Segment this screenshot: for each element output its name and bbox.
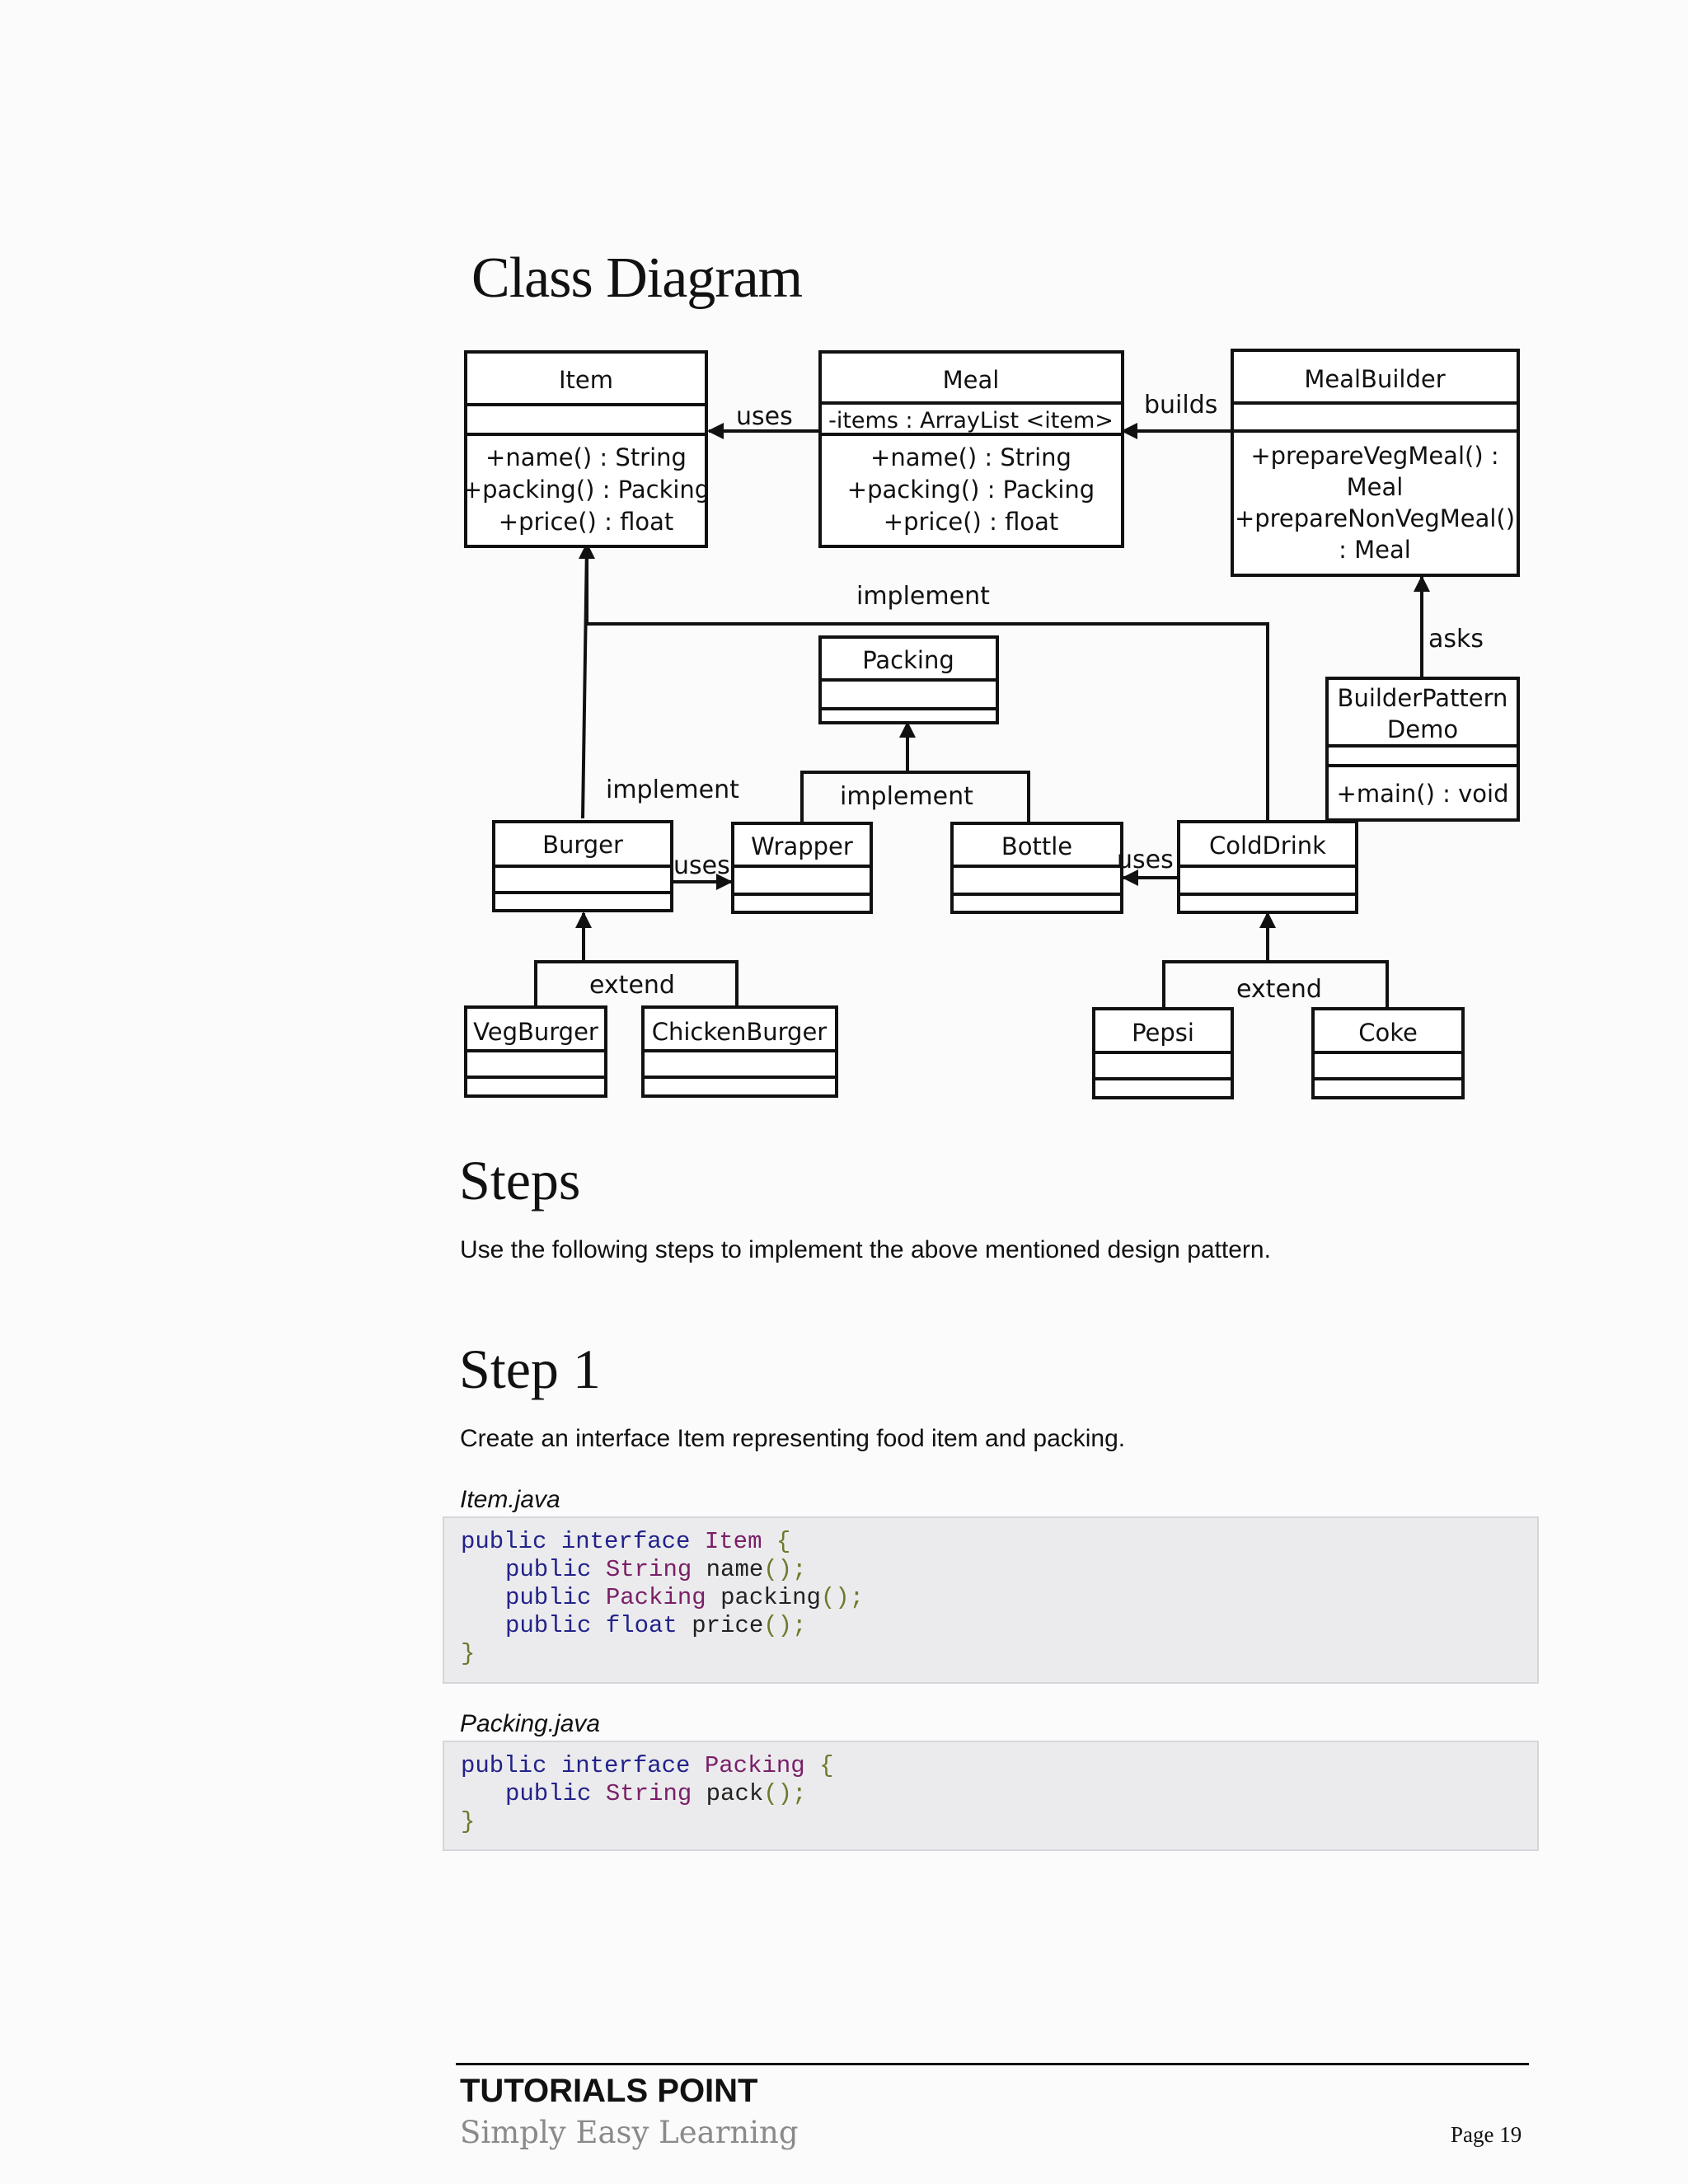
code-block-item-java: public interface Item {public String nam… bbox=[443, 1516, 1539, 1684]
class-item-method: +price() : float bbox=[499, 508, 673, 536]
class-packing: Packing bbox=[818, 635, 999, 724]
class-item-name: Item bbox=[559, 366, 613, 394]
file-name-packing-java: Packing.java bbox=[460, 1710, 601, 1737]
class-meal: Meal -items : ArrayList <item> +name() :… bbox=[818, 350, 1124, 548]
label-extend: extend bbox=[1236, 975, 1322, 1004]
class-coke-name: Coke bbox=[1358, 1019, 1418, 1047]
class-wrapper-name: Wrapper bbox=[751, 832, 853, 860]
class-colddrink: ColdDrink bbox=[1177, 820, 1358, 914]
class-builderpatterndemo: BuilderPattern Demo +main() : void bbox=[1325, 677, 1520, 822]
code-line: public float price(); bbox=[505, 1612, 807, 1639]
class-mealbuilder-name: MealBuilder bbox=[1304, 365, 1445, 393]
label-implement: implement bbox=[840, 782, 973, 811]
class-coke: Coke bbox=[1311, 1007, 1465, 1099]
class-mealbuilder: MealBuilder +prepareVegMeal() : Meal +pr… bbox=[1231, 349, 1520, 577]
class-demo-name: Demo bbox=[1387, 715, 1458, 743]
section-title-step1: Step 1 bbox=[459, 1338, 601, 1400]
label-asks: asks bbox=[1428, 625, 1484, 654]
class-bottle: Bottle bbox=[950, 822, 1123, 914]
class-colddrink-name: ColdDrink bbox=[1209, 832, 1326, 860]
section-title-steps: Steps bbox=[459, 1149, 581, 1212]
code-line: } bbox=[461, 1640, 476, 1667]
page-number: Page 19 bbox=[1451, 2122, 1522, 2147]
code-line: public String pack(); bbox=[505, 1780, 807, 1807]
code-line: public interface Packing { bbox=[461, 1752, 834, 1779]
label-uses: uses bbox=[736, 402, 793, 431]
footer-divider bbox=[456, 2063, 1529, 2065]
footer-tagline: Simply Easy Learning bbox=[460, 2115, 799, 2150]
label-uses: uses bbox=[673, 851, 730, 880]
class-meal-attr: -items : ArrayList <item> bbox=[828, 408, 1114, 434]
code-line: public String name(); bbox=[505, 1556, 807, 1583]
diagram-connectors bbox=[534, 423, 1430, 1009]
label-extend: extend bbox=[589, 971, 675, 1000]
class-diagram: Item +name() : String +packing() : Packi… bbox=[462, 349, 1520, 1099]
class-wrapper: Wrapper bbox=[731, 822, 873, 914]
class-meal-method: +price() : float bbox=[884, 508, 1058, 536]
class-chickenburger-name: ChickenBurger bbox=[652, 1018, 828, 1046]
label-builds: builds bbox=[1144, 391, 1217, 419]
class-vegburger-name: VegBurger bbox=[473, 1018, 598, 1046]
class-mealbuilder-method: +prepareNonVegMeal() bbox=[1235, 504, 1515, 532]
section-title-class-diagram: Class Diagram bbox=[471, 246, 803, 310]
class-meal-method: +name() : String bbox=[870, 443, 1071, 471]
class-vegburger: VegBurger bbox=[464, 1005, 607, 1098]
label-uses: uses bbox=[1117, 846, 1174, 874]
class-item-method: +name() : String bbox=[485, 443, 687, 471]
class-meal-method: +packing() : Packing bbox=[847, 476, 1095, 504]
class-burger-name: Burger bbox=[542, 831, 623, 859]
class-pepsi: Pepsi bbox=[1092, 1007, 1234, 1099]
code-line: } bbox=[461, 1808, 476, 1835]
class-pepsi-name: Pepsi bbox=[1132, 1019, 1194, 1047]
class-mealbuilder-method: : Meal bbox=[1339, 536, 1411, 564]
label-implement: implement bbox=[606, 776, 739, 804]
class-mealbuilder-method: Meal bbox=[1347, 473, 1404, 501]
class-packing-name: Packing bbox=[862, 646, 954, 674]
class-meal-name: Meal bbox=[943, 366, 1000, 394]
code-line: public Packing packing(); bbox=[505, 1584, 865, 1611]
class-mealbuilder-method: +prepareVegMeal() : bbox=[1250, 442, 1498, 470]
class-item: Item +name() : String +packing() : Packi… bbox=[462, 350, 710, 548]
class-demo-name: BuilderPattern bbox=[1338, 684, 1508, 712]
class-demo-method: +main() : void bbox=[1337, 780, 1509, 808]
steps-intro-text: Use the following steps to implement the… bbox=[460, 1236, 1271, 1263]
class-burger: Burger bbox=[492, 820, 673, 912]
code-block-packing-java: public interface Packing {public String … bbox=[443, 1741, 1539, 1851]
footer-brand: TUTORIALS POINT bbox=[460, 2073, 758, 2109]
step1-intro-text: Create an interface Item representing fo… bbox=[460, 1425, 1126, 1452]
code-line: public interface Item { bbox=[461, 1528, 791, 1555]
label-implement: implement bbox=[856, 582, 990, 611]
class-bottle-name: Bottle bbox=[1001, 832, 1072, 860]
class-chickenburger: ChickenBurger bbox=[641, 1005, 838, 1098]
file-name-item-java: Item.java bbox=[460, 1486, 560, 1513]
class-item-method: +packing() : Packing bbox=[462, 476, 710, 504]
